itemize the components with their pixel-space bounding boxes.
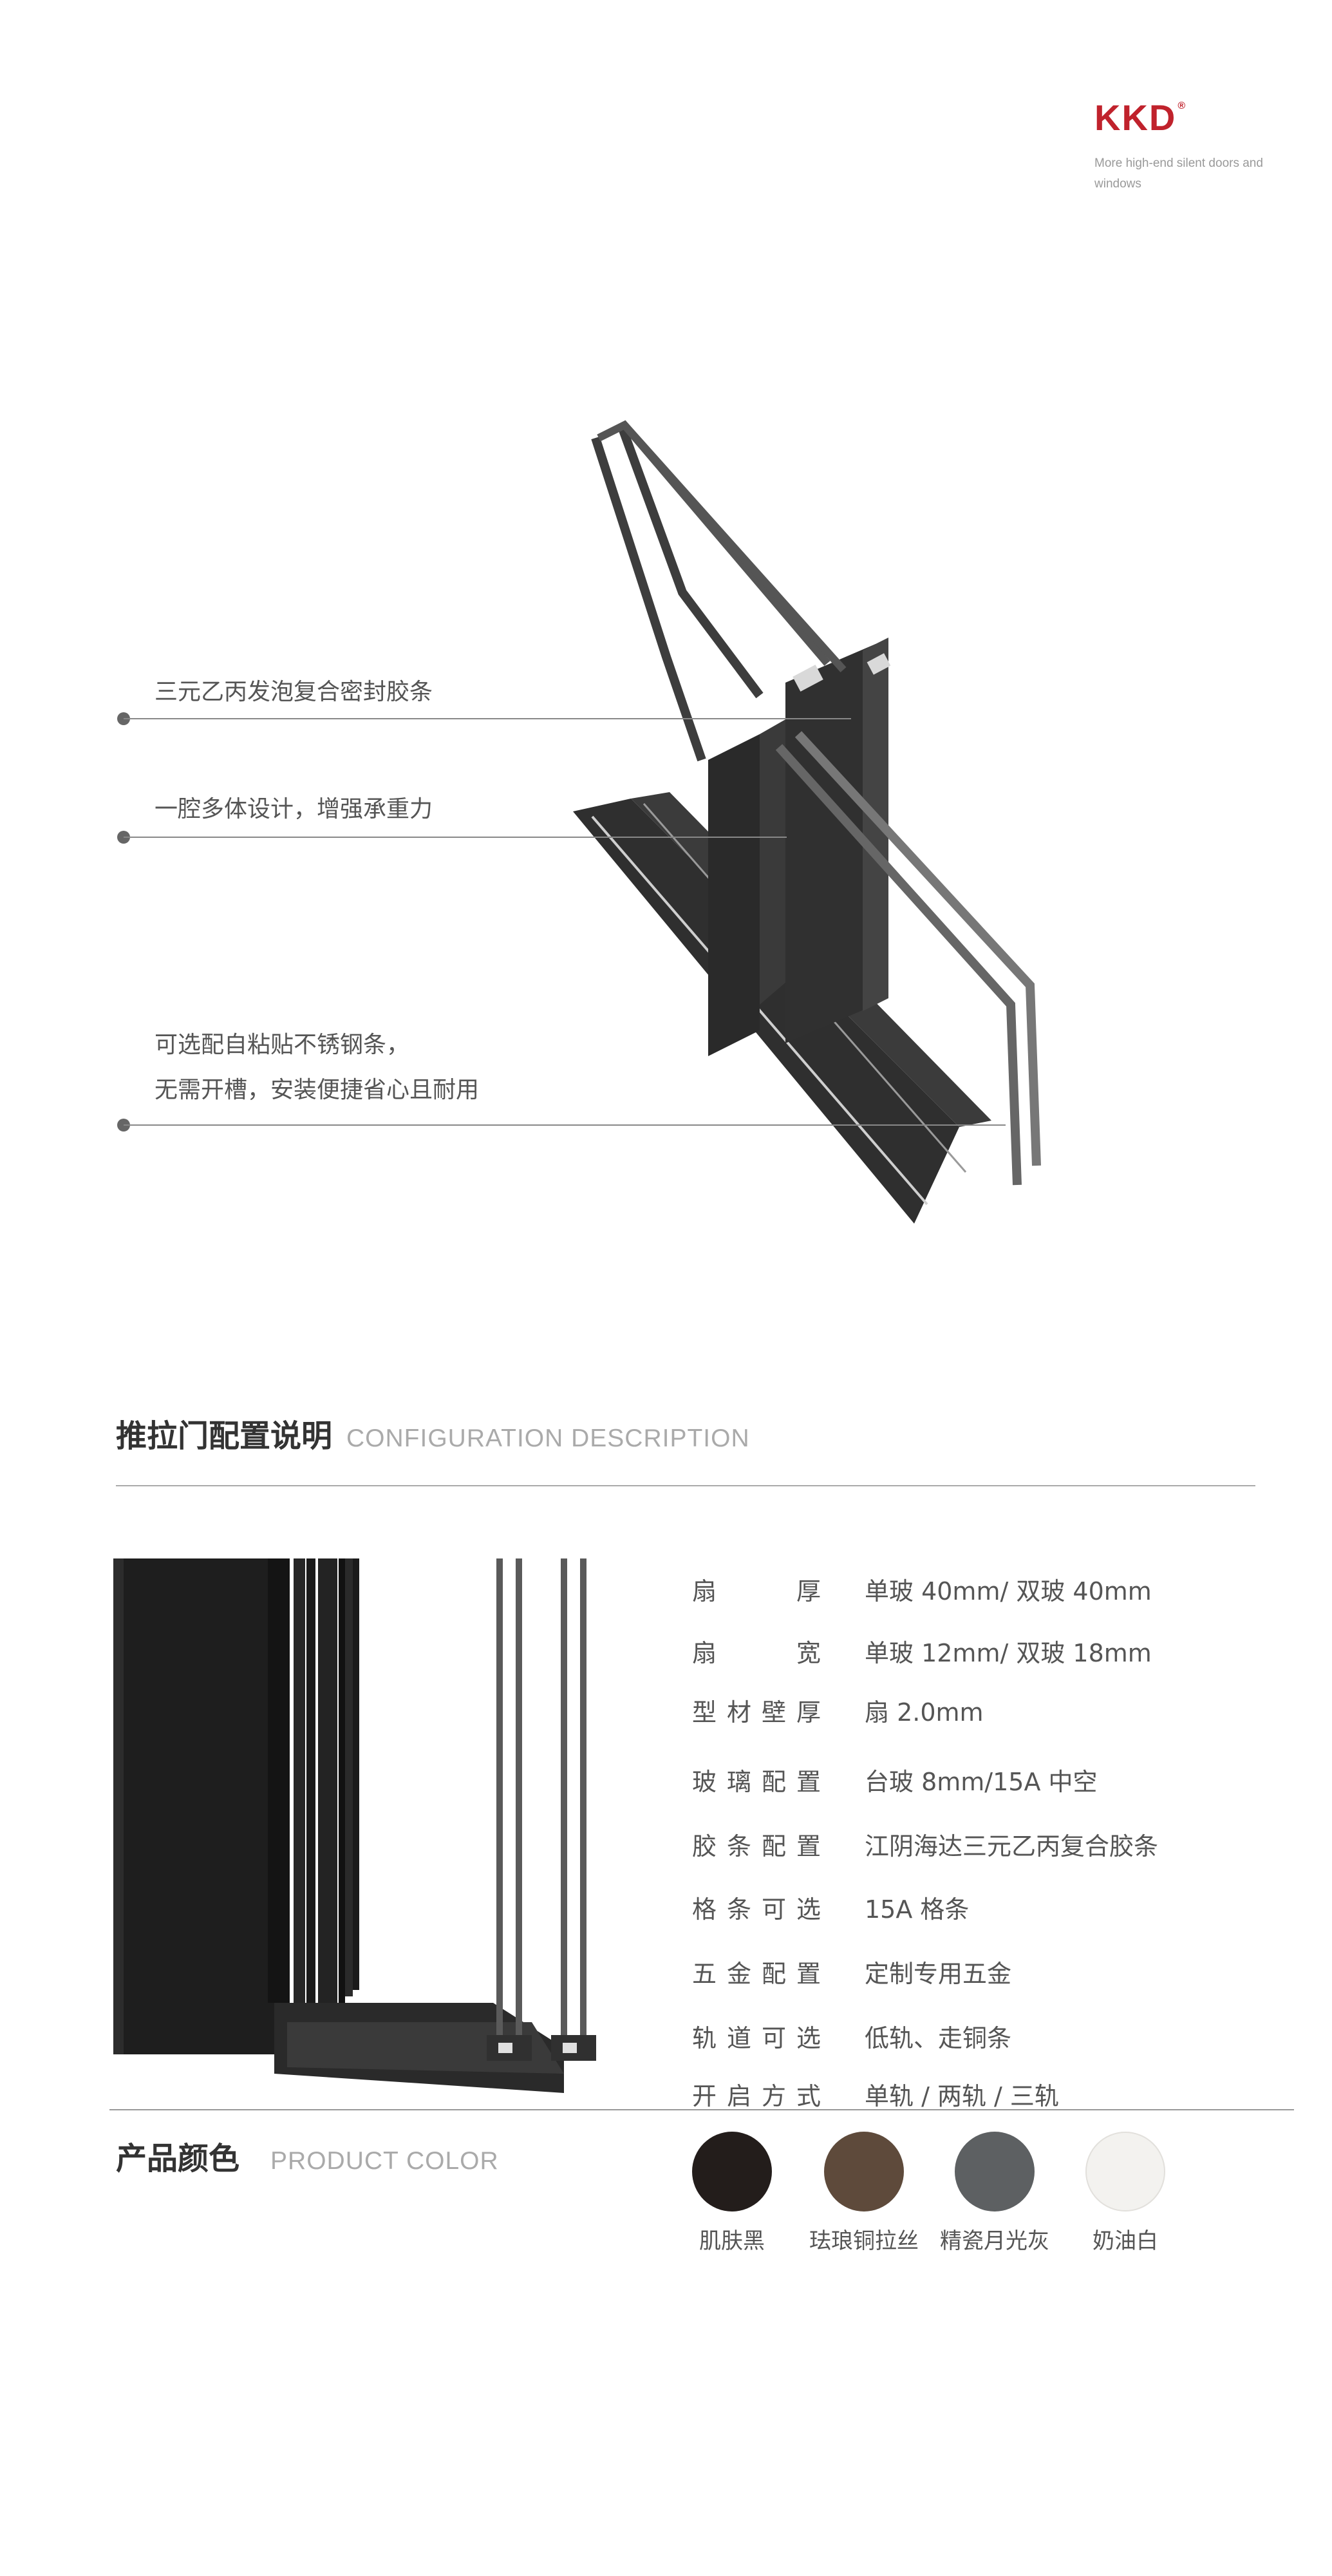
profile-3d-illustration (573, 420, 1041, 1224)
spec-row: 型材壁厚扇 2.0mm (692, 1698, 984, 1727)
color-swatch-white[interactable] (1085, 2132, 1165, 2211)
spec-row: 五金配置定制专用五金 (692, 1960, 1012, 1988)
color-title: 产品颜色 (116, 2141, 240, 2177)
color-swatch-grey[interactable] (955, 2132, 1035, 2211)
color-label: 肌肤黑 (699, 2228, 765, 2254)
profile-section-illustration (113, 1558, 596, 2093)
config-subtitle: CONFIGURATION DESCRIPTION (346, 1425, 750, 1452)
spec-row: 玻璃配置台玻 8mm/15A 中空 (692, 1768, 1098, 1796)
brand-tagline: More high-end silent doors and windows (1094, 156, 1263, 191)
callout-line (124, 718, 851, 719)
callout-line (124, 1124, 1006, 1126)
color-label: 珐琅铜拉丝 (809, 2228, 919, 2254)
color-section-header: 产品颜色 PRODUCT COLOR (116, 2133, 499, 2178)
feature-multi-chamber: 一腔多体设计，增强承重力 (155, 796, 433, 822)
color-label: 精瓷月光灰 (940, 2228, 1049, 2254)
color-swatch-black[interactable] (692, 2132, 772, 2211)
color-swatch-bronze[interactable] (824, 2132, 904, 2211)
feature-seal-strip: 三元乙丙发泡复合密封胶条 (155, 679, 433, 705)
section-divider (109, 2109, 1294, 2110)
spec-row: 轨道可选低轨、走铜条 (692, 2024, 1012, 2052)
section-divider (116, 1485, 1255, 1486)
spec-row: 扇厚单玻 40mm/ 双玻 40mm (692, 1577, 1152, 1605)
config-section-header: 推拉门配置说明 CONFIGURATION DESCRIPTION (116, 1410, 750, 1455)
feature-steel-strip-line1: 可选配自粘贴不锈钢条， (155, 1032, 410, 1058)
spec-row: 胶条配置江阴海达三元乙丙复合胶条 (692, 1832, 1159, 1861)
color-label: 奶油白 (1093, 2228, 1158, 2254)
color-subtitle: PRODUCT COLOR (270, 2147, 499, 2175)
brand-logo: KKD® (1094, 97, 1187, 138)
config-title: 推拉门配置说明 (116, 1418, 333, 1454)
spec-row: 开启方式单轨 / 两轨 / 三轨 (692, 2082, 1059, 2110)
callout-line (124, 837, 787, 838)
spec-row: 扇宽单玻 12mm/ 双玻 18mm (692, 1639, 1152, 1667)
feature-steel-strip-line2: 无需开槽，安装便捷省心且耐用 (155, 1077, 480, 1103)
